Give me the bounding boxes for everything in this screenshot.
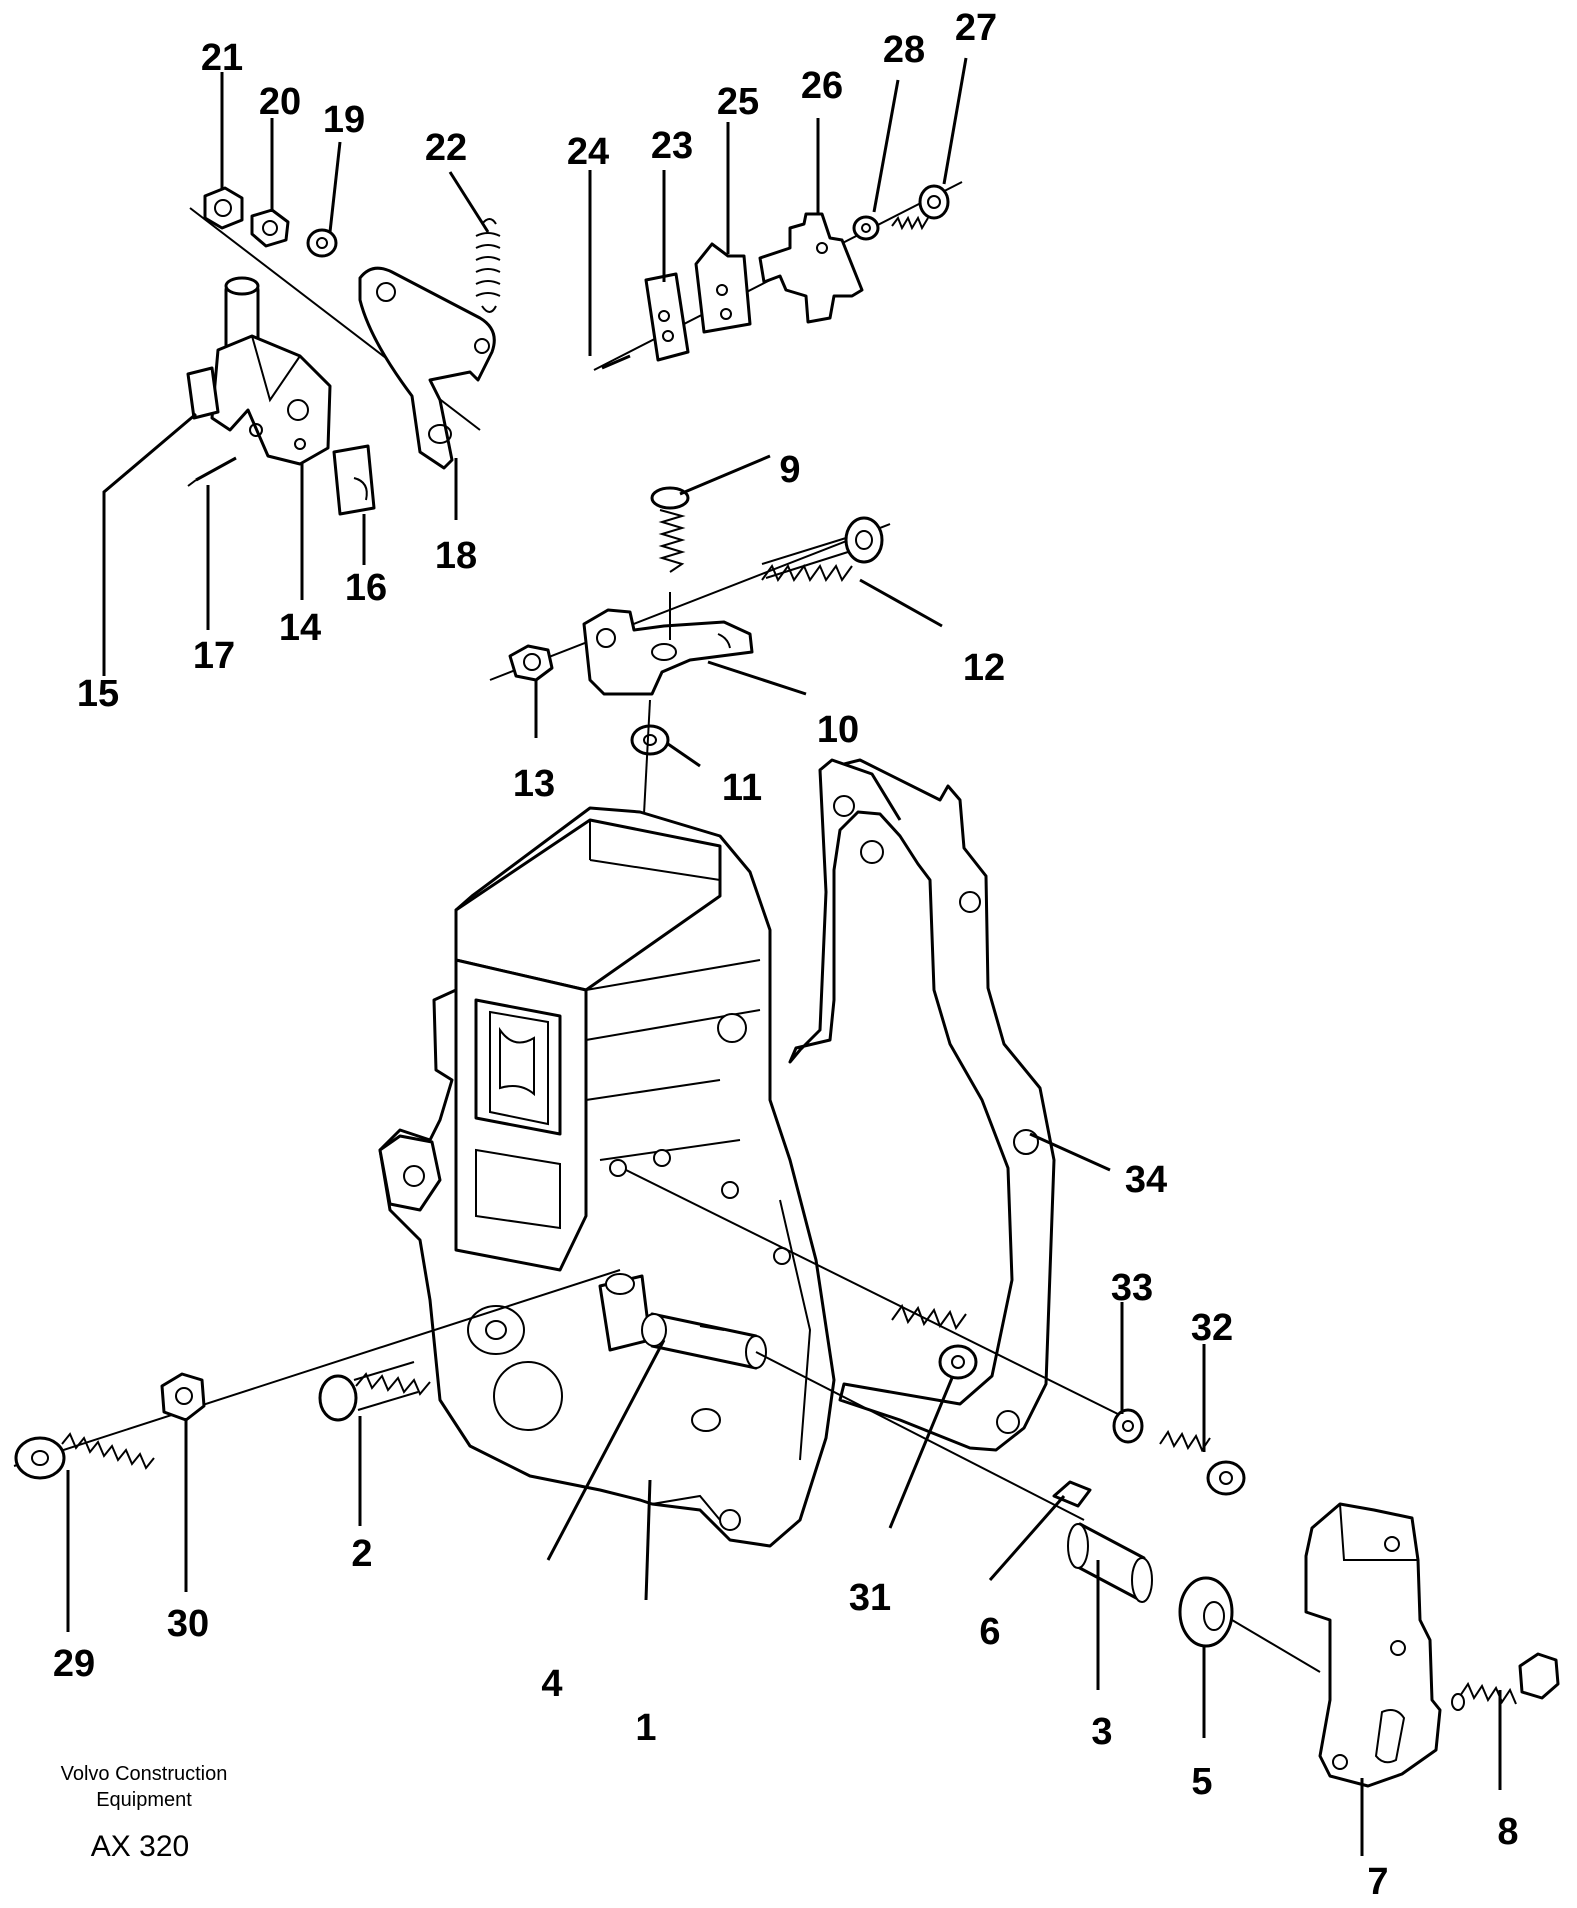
lever-7 [1304,1502,1442,1788]
brand-line-1: Volvo Construction [61,1763,228,1785]
leader-4 [546,1339,666,1561]
callout-24: 24 [567,131,609,173]
washer-28 [852,215,880,241]
callout-15: 15 [77,673,119,715]
screw-9 [650,486,690,640]
screw-29 [14,1432,155,1480]
ring-5 [1178,1576,1321,1673]
figure-code: AX 320 [91,1830,189,1863]
screw-31 [625,1169,1131,1421]
callout-11: 11 [722,767,762,809]
callout-33: 33 [1111,1267,1153,1309]
callout-16: 16 [345,567,387,609]
clip-16 [332,444,376,516]
bracket-assembly-top-right [588,57,968,371]
spring-22 [475,218,501,313]
callout-26: 26 [801,65,843,107]
washer-11 [630,724,670,756]
callout-1: 1 [635,1707,656,1749]
nut-20 [250,208,290,248]
callout-4: 4 [541,1663,562,1705]
callout-3: 3 [1091,1711,1112,1753]
housing-1 [378,806,836,1548]
lever-18 [358,266,496,470]
bushing-3 [1067,1522,1153,1603]
callout-20: 20 [259,81,301,123]
callout-14: 14 [279,607,321,649]
pin-17 [187,456,237,487]
callout-32: 32 [1191,1307,1233,1349]
callout-29: 29 [53,1643,95,1685]
bracket-14 [210,334,332,466]
left-screws [13,1269,621,1632]
callout-7: 7 [1367,1861,1388,1903]
screw-32 [1159,1429,1246,1496]
callout-34: 34 [1125,1159,1167,1201]
callout-12: 12 [963,647,1005,689]
plate-15 [186,366,220,420]
callout-23: 23 [651,125,693,167]
callout-28: 28 [883,29,925,71]
plate-23 [644,272,690,362]
callout-10: 10 [817,709,859,751]
footer-branding: Volvo Construction Equipment AX 320 [61,1763,228,1863]
callout-2: 2 [351,1533,372,1575]
callout-labels: 21 20 19 22 24 23 25 26 28 27 9 18 16 14… [53,7,1519,1903]
key-6 [1052,1480,1092,1508]
callout-6: 6 [979,1611,1000,1653]
callout-19: 19 [323,99,365,141]
washer-19 [306,228,338,258]
callout-30: 30 [167,1603,209,1645]
callout-13: 13 [513,763,555,805]
callout-21: 21 [201,37,243,79]
washer-33 [1112,1408,1144,1444]
bracket-26 [758,212,864,324]
screw-27 [891,184,950,231]
plate-25 [694,242,752,334]
callout-22: 22 [425,127,467,169]
linkage-assembly-top-left [102,72,501,676]
callout-27: 27 [955,7,997,49]
screw-2 [318,1361,431,1422]
callout-9: 9 [779,449,800,491]
gasket-34 [788,758,1111,1452]
nut-30 [160,1372,206,1422]
brand-line-2: Equipment [96,1789,192,1811]
callout-5: 5 [1191,1761,1212,1803]
leader-1 [644,1479,652,1601]
screw-8 [1451,1652,1560,1711]
shaft-4 [641,1312,1085,1521]
bracket-10 [582,608,754,696]
right-parts [888,1302,1560,1856]
callout-8: 8 [1497,1811,1518,1853]
callout-31: 31 [849,1577,891,1619]
callout-17: 17 [193,635,235,677]
callout-25: 25 [717,81,759,123]
nut-13 [508,644,554,682]
callout-18: 18 [435,535,477,577]
nut-21 [203,186,244,230]
screw-12 [761,516,884,583]
